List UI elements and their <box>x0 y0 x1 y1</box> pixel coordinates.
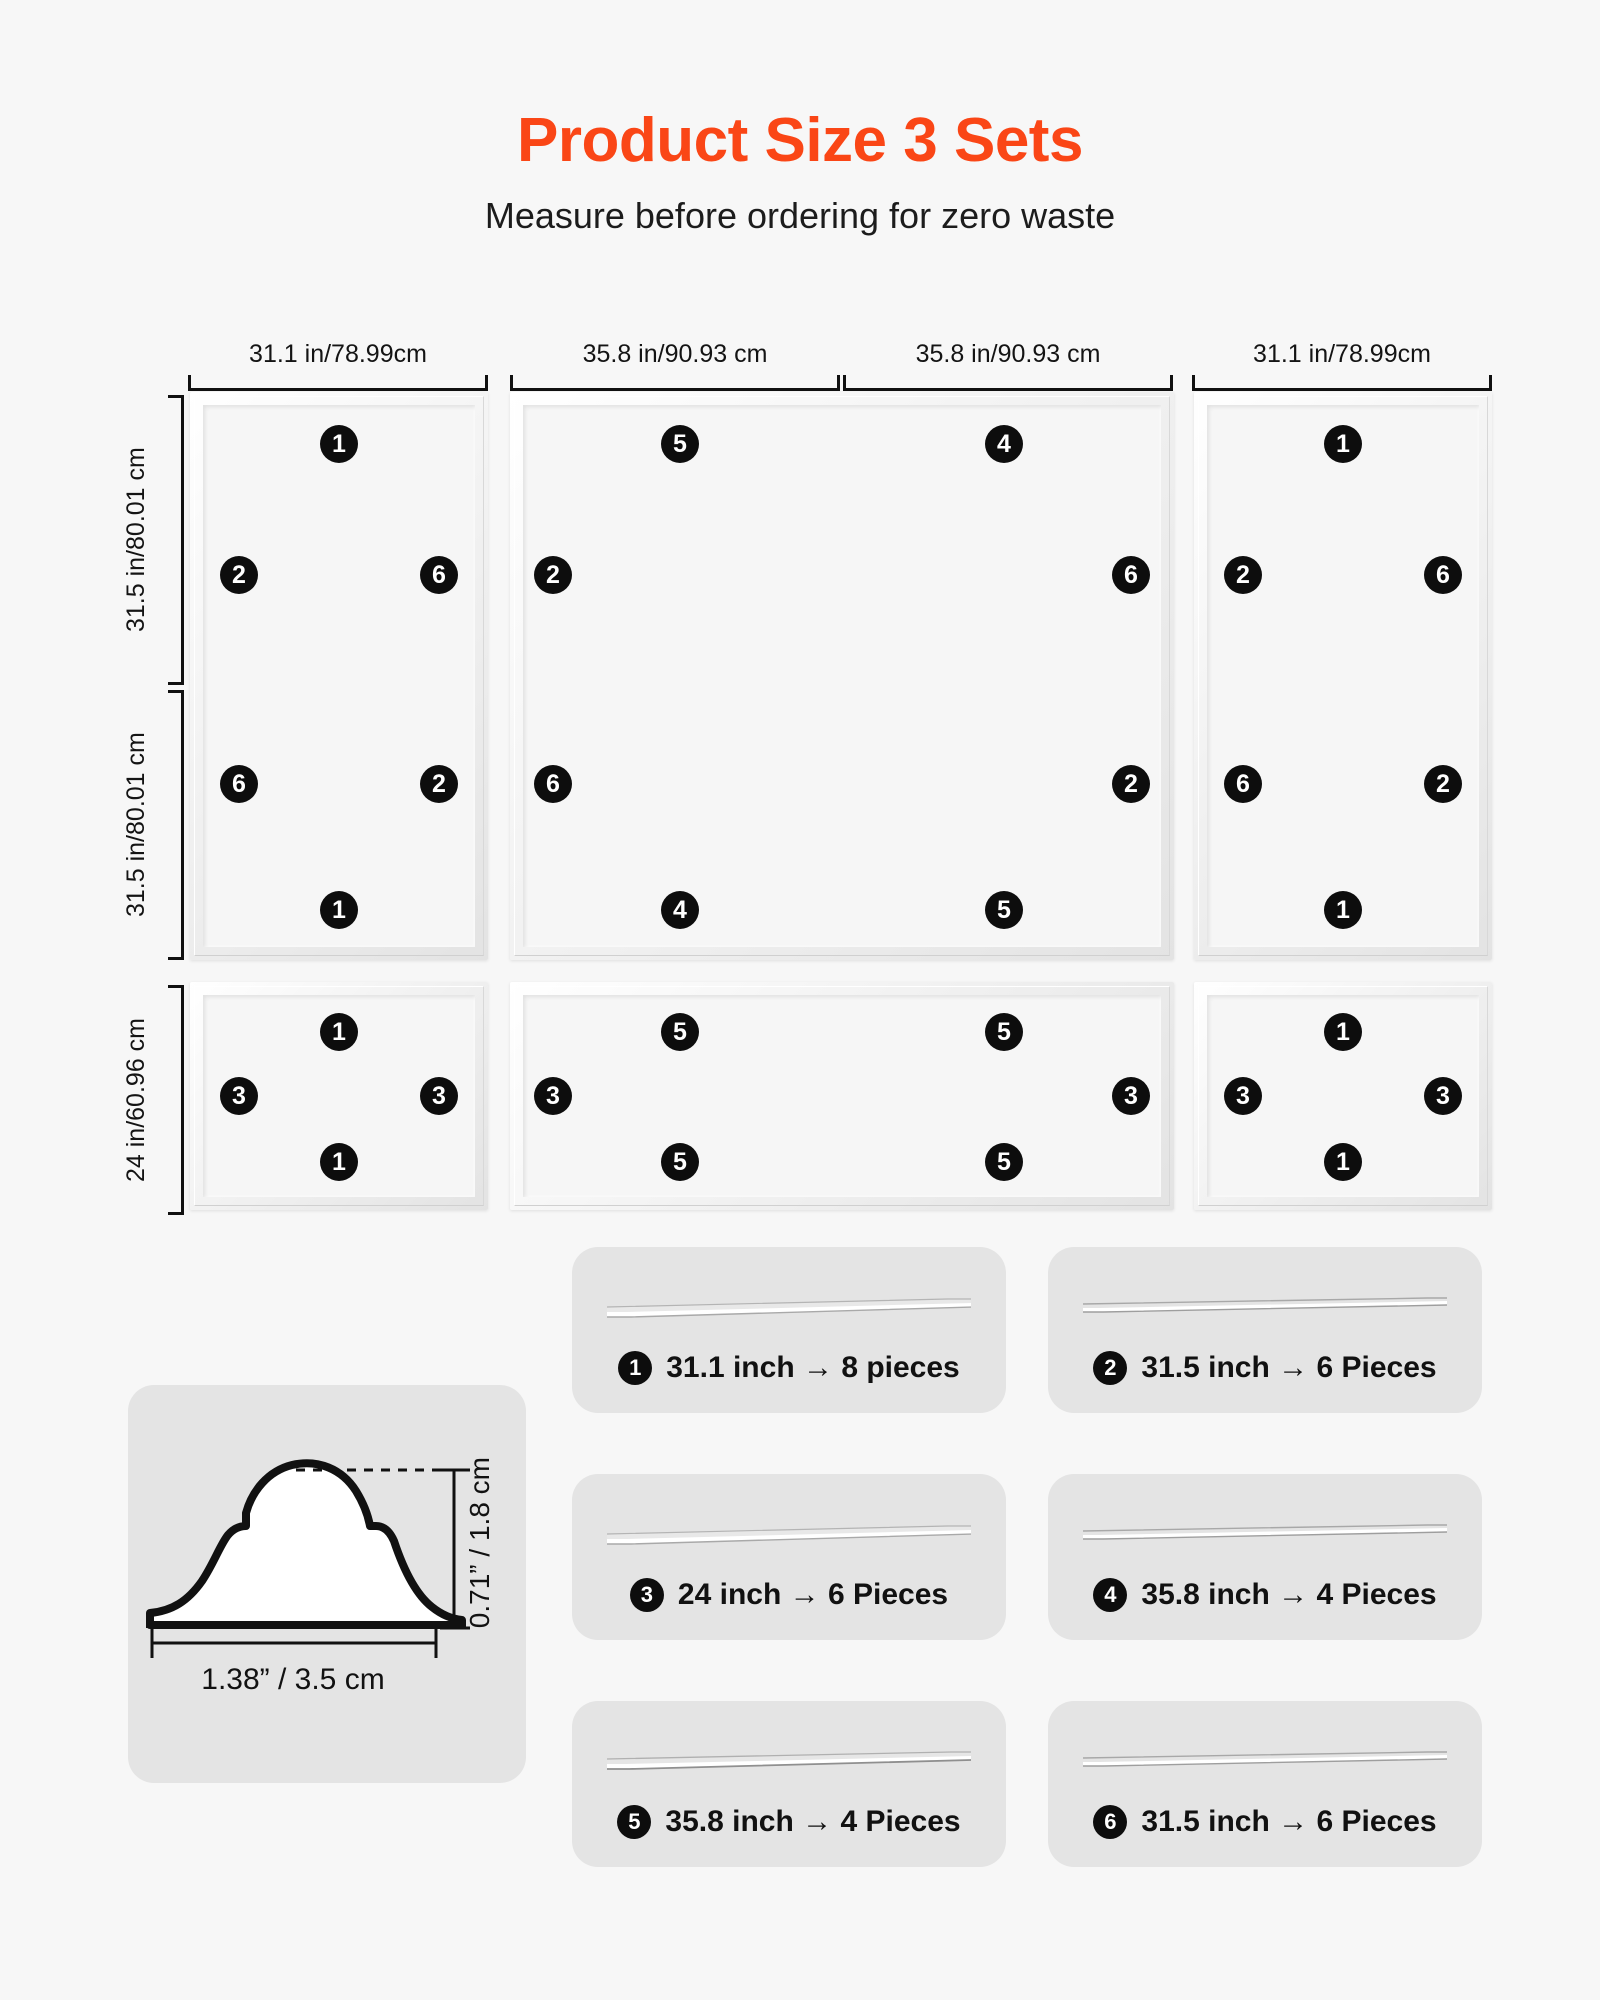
frame-badge: 3 <box>1424 1077 1462 1115</box>
legend-label: 31.1 inch → 8 pieces <box>666 1351 960 1384</box>
top-dimension-bracket-2 <box>510 375 840 391</box>
molding-profile-diagram <box>146 1459 470 1658</box>
molding-profile-card: 0.71” / 1.8 cm 1.38” / 3.5 cm <box>128 1385 526 1783</box>
frame-badge: 5 <box>985 891 1023 929</box>
top-dimension-bracket-4 <box>1192 375 1492 391</box>
legend-badge: 5 <box>617 1805 652 1839</box>
left-dimension-label-2: 31.5 in/80.01 cm <box>122 732 150 918</box>
legend-label: 35.8 inch → 4 Pieces <box>665 1805 961 1838</box>
frame-badge: 3 <box>534 1077 572 1115</box>
frame-badge: 4 <box>661 891 699 929</box>
frame-top-left[interactable]: 1 2 6 6 2 1 <box>190 392 488 960</box>
molding-strip-icon <box>606 1751 972 1770</box>
legend-card-5[interactable]: 5 35.8 inch → 4 Pieces <box>572 1701 1006 1867</box>
profile-height-label: 0.71” / 1.8 cm <box>464 1457 495 1629</box>
frame-badge: 6 <box>220 765 258 803</box>
legend-row: 4 35.8 inch → 4 Pieces <box>1048 1578 1482 1612</box>
frame-badge: 6 <box>1224 765 1262 803</box>
legend-row: 1 31.1 inch → 8 pieces <box>572 1351 1006 1385</box>
legend-badge: 2 <box>1093 1351 1128 1385</box>
frame-top-center[interactable]: 5 4 2 6 6 2 4 5 <box>510 392 1174 960</box>
frame-badge: 6 <box>534 765 572 803</box>
profile-width-label: 1.38” / 3.5 cm <box>201 1663 385 1696</box>
frame-badge: 1 <box>320 425 358 463</box>
legend-badge: 3 <box>629 1578 664 1612</box>
frame-badge: 1 <box>1324 425 1362 463</box>
legend-label: 31.5 inch → 6 Pieces <box>1141 1805 1437 1838</box>
legend-row: 5 35.8 inch → 4 Pieces <box>572 1805 1006 1839</box>
frame-inner <box>203 405 475 947</box>
frame-badge: 5 <box>985 1013 1023 1051</box>
frame-badge: 2 <box>1424 765 1462 803</box>
frame-badge: 5 <box>661 1013 699 1051</box>
frame-badge: 1 <box>1324 891 1362 929</box>
legend-card-1[interactable]: 1 31.1 inch → 8 pieces <box>572 1247 1006 1413</box>
frame-badge: 2 <box>1112 765 1150 803</box>
frame-badge: 5 <box>661 425 699 463</box>
frame-badge: 2 <box>220 556 258 594</box>
left-dimension-label-3: 24 in/60.96 cm <box>122 1018 150 1182</box>
frame-badge: 1 <box>1324 1013 1362 1051</box>
legend-badge: 4 <box>1093 1578 1128 1612</box>
left-dimension-bracket-3 <box>168 985 184 1215</box>
molding-strip-icon <box>1082 1297 1448 1313</box>
frame-badge: 2 <box>1224 556 1262 594</box>
frame-badge: 5 <box>661 1143 699 1181</box>
frame-badge: 6 <box>420 556 458 594</box>
legend-row: 6 31.5 inch → 6 Pieces <box>1048 1805 1482 1839</box>
left-dimension-bracket-1 <box>168 395 184 685</box>
frame-bottom-left[interactable]: 1 3 3 1 <box>190 982 488 1210</box>
frame-inner <box>523 995 1161 1197</box>
frame-badge: 3 <box>1112 1077 1150 1115</box>
left-dimension-label-1: 31.5 in/80.01 cm <box>122 447 150 633</box>
molding-strip-icon <box>606 1525 972 1545</box>
top-dimension-bracket-3 <box>843 375 1173 391</box>
frame-badge: 5 <box>985 1143 1023 1181</box>
legend-card-4[interactable]: 4 35.8 inch → 4 Pieces <box>1048 1474 1482 1640</box>
frame-badge: 6 <box>1424 556 1462 594</box>
legend-label: 24 inch → 6 Pieces <box>677 1578 949 1611</box>
molding-strip-icon <box>1082 1524 1448 1540</box>
frame-badge: 2 <box>420 765 458 803</box>
header: Product Size 3 Sets Measure before order… <box>0 0 1600 237</box>
legend-label: 35.8 inch → 4 Pieces <box>1141 1578 1437 1611</box>
frame-badge: 6 <box>1112 556 1150 594</box>
frame-bottom-right[interactable]: 1 3 3 1 <box>1194 982 1492 1210</box>
legend-label: 31.5 inch → 6 Pieces <box>1141 1351 1437 1384</box>
frame-badge: 1 <box>320 1013 358 1051</box>
top-dimension-label-1: 31.1 in/78.99cm <box>249 340 427 368</box>
frame-top-right[interactable]: 1 2 6 6 2 1 <box>1194 392 1492 960</box>
page-subtitle: Measure before ordering for zero waste <box>484 195 1116 237</box>
frame-badge: 3 <box>1224 1077 1262 1115</box>
frame-inner <box>1207 405 1479 947</box>
legend-card-6[interactable]: 6 31.5 inch → 6 Pieces <box>1048 1701 1482 1867</box>
legend-row: 3 24 inch → 6 Pieces <box>572 1578 1006 1612</box>
page-title: Product Size 3 Sets <box>517 106 1083 175</box>
left-dimension-bracket-2 <box>168 690 184 960</box>
frame-badge: 3 <box>420 1077 458 1115</box>
frame-badge: 3 <box>220 1077 258 1115</box>
frame-inner <box>523 405 1161 947</box>
top-dimension-label-2: 35.8 in/90.93 cm <box>582 340 768 368</box>
top-dimension-label-4: 31.1 in/78.99cm <box>1253 340 1431 368</box>
frame-badge: 1 <box>320 891 358 929</box>
legend-card-3[interactable]: 3 24 inch → 6 Pieces <box>572 1474 1006 1640</box>
molding-strip-icon <box>1082 1751 1448 1767</box>
legend-badge: 6 <box>1093 1805 1128 1839</box>
frame-badge: 4 <box>985 425 1023 463</box>
molding-strip-icon <box>606 1298 972 1318</box>
frame-badge: 1 <box>320 1143 358 1181</box>
legend-badge: 1 <box>618 1351 653 1385</box>
top-dimension-bracket-1 <box>188 375 488 391</box>
legend-row: 2 31.5 inch → 6 Pieces <box>1048 1351 1482 1385</box>
frame-bottom-center[interactable]: 5 5 3 3 5 5 <box>510 982 1174 1210</box>
frame-badge: 1 <box>1324 1143 1362 1181</box>
top-dimension-label-3: 35.8 in/90.93 cm <box>915 340 1101 368</box>
frame-badge: 2 <box>534 556 572 594</box>
legend-card-2[interactable]: 2 31.5 inch → 6 Pieces <box>1048 1247 1482 1413</box>
